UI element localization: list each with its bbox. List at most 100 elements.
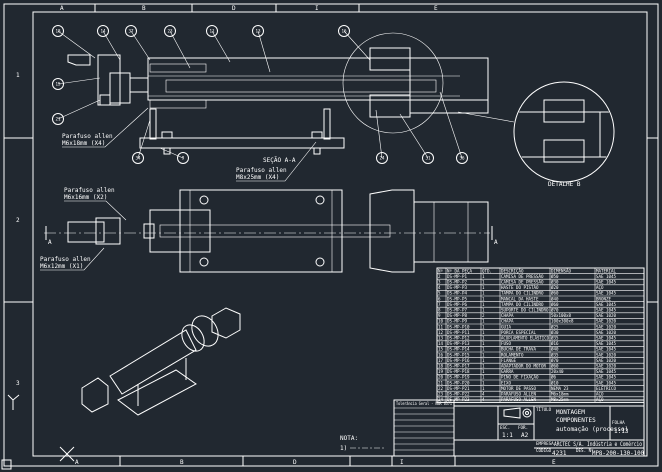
leader-line <box>62 107 149 148</box>
balloon-leader <box>137 119 151 159</box>
parts-cell: SAE 1045 <box>596 341 616 346</box>
balloon-number: 16 <box>341 29 347 34</box>
format-value: A2 <box>521 432 529 439</box>
parts-cell: Ø40 <box>551 296 559 301</box>
item-balloon <box>132 152 144 164</box>
parts-cell: SAE 1020 <box>596 319 616 324</box>
item-balloon <box>164 25 176 37</box>
row-label: 3 <box>16 380 20 387</box>
parts-cell: DS-MP-P10 <box>447 324 470 329</box>
base-plate <box>139 137 345 149</box>
parts-cell: 1 <box>482 302 485 307</box>
balloon-number: 37 <box>128 29 134 34</box>
parts-cell: SAE 1045 <box>596 369 616 374</box>
parts-cell: Ø50 <box>551 274 559 279</box>
parts-cell: AÇO <box>596 392 604 397</box>
parts-cell: DS-MP-P16 <box>447 358 470 363</box>
balloon-leader <box>169 30 191 69</box>
balloon-number: 13 <box>255 29 261 34</box>
parts-cell: DS-MP-P11 <box>447 330 470 335</box>
parts-cell: 13 <box>438 336 443 341</box>
scale-value: 1:1 <box>502 432 513 439</box>
parts-cell: 19 <box>438 369 443 374</box>
parts-cell: SAE 1020 <box>596 313 616 318</box>
bearing-housing-plan <box>369 189 415 273</box>
title-line: COMPONENTES <box>556 417 596 424</box>
iso-motor <box>211 307 241 339</box>
leader-line <box>40 247 105 271</box>
company-name: ARCTEC S/A. Indústria e Comércio <box>554 441 642 448</box>
bolt-head <box>161 131 173 139</box>
parts-cell: BUCHA DE TRAVA <box>501 347 536 352</box>
parts-header-cell: MATERIAL <box>596 268 616 273</box>
parts-cell: NEMA 23 <box>551 386 569 391</box>
parts-cell: EIXO <box>501 380 511 385</box>
parts-cell: 2 <box>438 274 441 279</box>
iso-gripper <box>81 377 109 413</box>
parts-cell: 3 <box>438 280 441 285</box>
parts-cell: Ø40 <box>551 347 559 352</box>
section-marker: A <box>48 239 52 246</box>
parts-cell: DS-MP-P5 <box>447 296 467 301</box>
note-line: M6x16mm (X2) <box>64 194 107 201</box>
col-label-bottom: A <box>75 459 79 466</box>
parts-cell: 17 <box>438 358 443 363</box>
parts-cell: 2 <box>482 313 485 318</box>
parts-cell: DS-MP-P8 <box>447 313 467 318</box>
parts-cell: CHAPA <box>501 319 514 324</box>
drawing-frame: A B D I E A B D I 1 2 3 <box>1 3 659 470</box>
isometric-view <box>81 307 241 416</box>
gripper-block-plan <box>95 217 121 245</box>
parts-cell: DS-MP-P17 <box>447 364 470 369</box>
parts-cell: 1 <box>482 341 485 346</box>
parts-cell: PORCA ESPECIAL <box>501 330 536 335</box>
parts-cell: Ø20 <box>551 285 559 290</box>
col-label-top: B <box>142 5 146 12</box>
note-line: Parafuso allen <box>40 256 91 263</box>
parts-cell: 1 <box>482 308 485 313</box>
code-value: 4231 <box>552 450 567 457</box>
section-marker: A <box>494 239 498 246</box>
sheet-value: 1:13 <box>614 428 629 435</box>
tolerance-rows <box>394 407 454 451</box>
parts-cell: M6x18mm <box>551 392 569 397</box>
parts-cell: DS-MP-P21 <box>447 386 470 391</box>
balloon-number: 34 <box>135 156 141 161</box>
balloon-leader <box>257 30 271 73</box>
ucs-icon <box>7 394 75 462</box>
detail-circle <box>513 81 615 183</box>
parts-cell: 10 <box>438 319 443 324</box>
iso-base <box>117 369 197 416</box>
sheet-label: FOLHA <box>612 420 625 425</box>
parts-cell: PARAFUSO ALLEN <box>501 392 536 397</box>
parts-cell: ACOPLAMENTO ELÁSTICO <box>501 336 549 341</box>
parts-cell: DS-MP-P9 <box>447 319 467 324</box>
parts-cell: MANCAL DA HASTE <box>501 296 539 301</box>
parts-cell: SAE 1020 <box>596 358 616 363</box>
col-label-bottom: I <box>400 459 404 466</box>
piston-rod <box>165 79 437 93</box>
col-label-top: E <box>434 5 438 12</box>
bolt-hole <box>315 257 325 267</box>
parts-cell: FLANGE <box>501 358 516 363</box>
parts-cell: 1 <box>482 274 485 279</box>
leader-line <box>236 141 317 182</box>
balloon-leader <box>343 30 371 61</box>
parts-cell: 4 <box>482 392 485 397</box>
parts-cell: 12 <box>438 330 443 335</box>
